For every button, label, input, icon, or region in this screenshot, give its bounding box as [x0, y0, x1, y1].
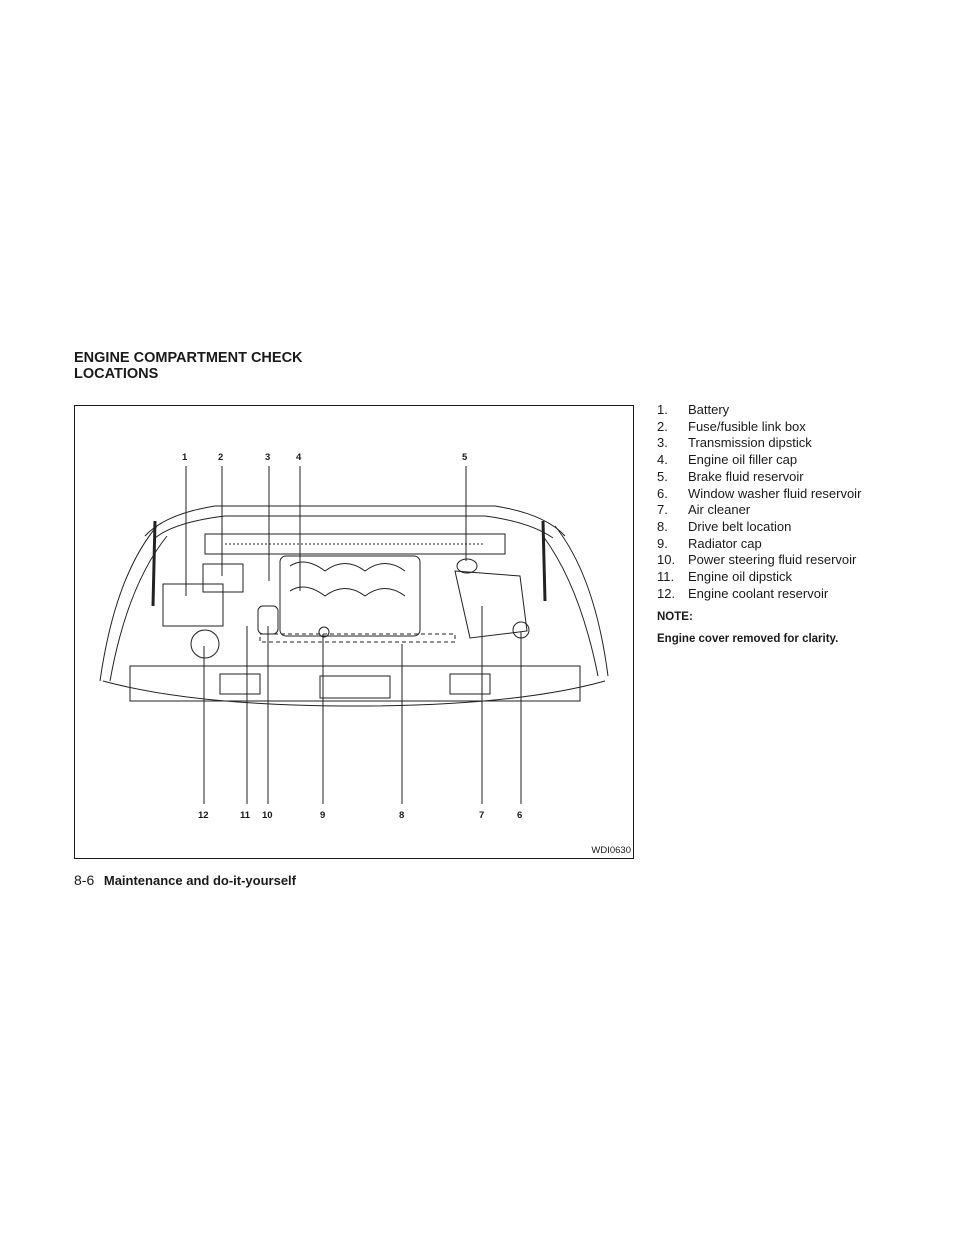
- legend-label: Radiator cap: [688, 535, 762, 551]
- legend-item: 5. Brake fluid reservoir: [657, 469, 861, 486]
- callout-4: 4: [296, 452, 302, 463]
- legend-label: Drive belt location: [688, 518, 792, 534]
- page-footer: 8-6 Maintenance and do-it-yourself: [74, 872, 296, 888]
- legend-number: 11.: [657, 569, 675, 585]
- section-title-line1: ENGINE COMPARTMENT CHECK: [74, 350, 303, 366]
- legend-label: Window washer fluid reservoir: [688, 485, 862, 501]
- engine-illustration: 1 2 3 4 5 12 11 10 9 8 7 6: [99, 452, 609, 821]
- callout-6: 6: [517, 810, 522, 821]
- legend-item: 9. Radiator cap: [657, 536, 861, 553]
- legend-item: 1. Battery: [657, 402, 861, 419]
- note-text: Engine cover removed for clarity.: [657, 633, 839, 645]
- legend-number: 1.: [657, 402, 668, 417]
- chapter-title: Maintenance and do-it-yourself: [103, 873, 296, 888]
- location-legend: 1. Battery 2. Fuse/fusible link box 3. Tran…: [657, 402, 861, 602]
- legend-label: Engine oil filler cap: [688, 452, 798, 468]
- engine-compartment-figure: 1 2 3 4 5 12 11 10 9 8 7 6 WDI0630: [74, 405, 634, 859]
- legend-label: Brake fluid reservoir: [688, 468, 804, 484]
- legend-number: 6.: [657, 485, 668, 501]
- callout-5: 5: [462, 452, 468, 463]
- legend-item: 11. Engine oil dipstick: [657, 569, 861, 586]
- section-title: ENGINE COMPARTMENT CHECK LOCATIONS: [74, 350, 303, 382]
- note-label: NOTE:: [657, 611, 693, 623]
- legend-item: 8. Drive belt location: [657, 519, 861, 536]
- legend-number: 8.: [657, 518, 668, 534]
- callout-11: 11: [240, 810, 251, 821]
- legend-number: 9.: [657, 535, 668, 551]
- legend-item: 6. Window washer fluid reservoir: [657, 486, 861, 503]
- figure-code: WDI0630: [591, 845, 631, 856]
- legend-item: 3. Transmission dipstick: [657, 435, 861, 452]
- legend-label: Battery: [688, 402, 730, 417]
- callout-12: 12: [198, 810, 209, 821]
- legend-number: 4.: [657, 452, 668, 468]
- callout-2: 2: [218, 452, 223, 463]
- legend-label: Engine coolant reservoir: [688, 585, 829, 601]
- page-number: 8-6: [74, 872, 95, 888]
- legend-label: Transmission dipstick: [688, 435, 812, 451]
- callout-1: 1: [182, 452, 188, 463]
- callout-3: 3: [265, 452, 270, 463]
- callout-8: 8: [399, 810, 404, 821]
- legend-number: 2.: [657, 418, 668, 434]
- legend-label: Fuse/fusible link box: [688, 418, 806, 434]
- legend-number: 5.: [657, 468, 668, 484]
- section-title-line2: LOCATIONS: [74, 366, 159, 382]
- legend-number: 10.: [657, 552, 676, 568]
- legend-label: Engine oil dipstick: [688, 569, 793, 585]
- legend-number: 3.: [657, 435, 668, 451]
- legend-item: 7. Air cleaner: [657, 502, 861, 519]
- callout-7: 7: [479, 810, 484, 821]
- legend-label: Air cleaner: [688, 502, 751, 518]
- callout-9: 9: [320, 810, 325, 821]
- legend-item: 2. Fuse/fusible link box: [657, 419, 861, 436]
- legend-item: 10. Power steering fluid reservoir: [657, 552, 861, 569]
- legend-number: 12.: [657, 585, 676, 601]
- legend-number: 7.: [657, 502, 668, 518]
- legend-item: 12. Engine coolant reservoir: [657, 586, 861, 603]
- legend-label: Power steering fluid reservoir: [688, 552, 857, 568]
- legend-item: 4. Engine oil filler cap: [657, 452, 861, 469]
- callout-10: 10: [262, 810, 273, 821]
